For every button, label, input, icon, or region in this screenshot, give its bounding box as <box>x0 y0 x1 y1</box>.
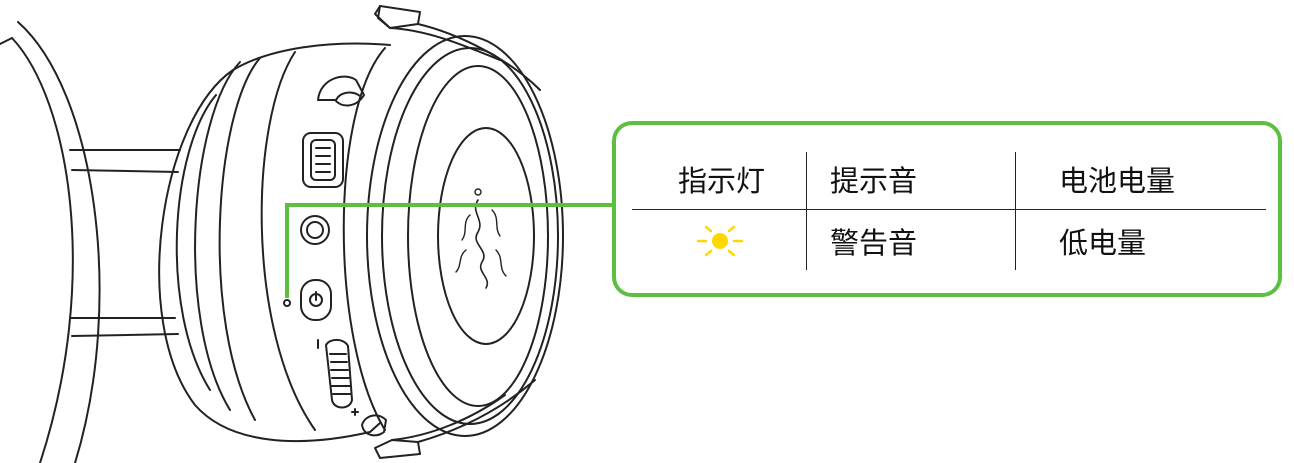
headband-outer <box>11 37 74 463</box>
warning-tone-label: 警告音 <box>830 226 918 260</box>
sun-led-icon <box>696 225 744 257</box>
header-tone: 提示音 <box>830 164 918 198</box>
row-divider <box>632 209 1266 210</box>
ear-cushion <box>366 35 564 437</box>
header-indicator: 指示灯 <box>678 164 766 198</box>
low-battery-label: 低电量 <box>1059 226 1147 260</box>
volume-wheel <box>325 338 353 409</box>
audio-jack <box>300 215 330 245</box>
column-divider <box>806 152 807 270</box>
usb-port <box>302 132 344 188</box>
callout-leader <box>285 203 612 298</box>
column-divider <box>1015 152 1016 270</box>
cup-plate <box>437 127 535 345</box>
top-hinge <box>374 5 421 29</box>
header-battery: 电池电量 <box>1059 164 1176 198</box>
power-button <box>300 279 332 321</box>
mic-port <box>317 75 365 107</box>
headband-inner <box>17 21 101 463</box>
logo-mark <box>474 199 489 289</box>
bottom-hinge <box>374 439 421 459</box>
led-legend-callout: 指示灯 提示音 电池电量 警告音 低电量 <box>612 121 1282 297</box>
headset-illustration <box>0 5 612 463</box>
earcup-shell <box>158 69 381 443</box>
led-indicator <box>283 299 291 307</box>
